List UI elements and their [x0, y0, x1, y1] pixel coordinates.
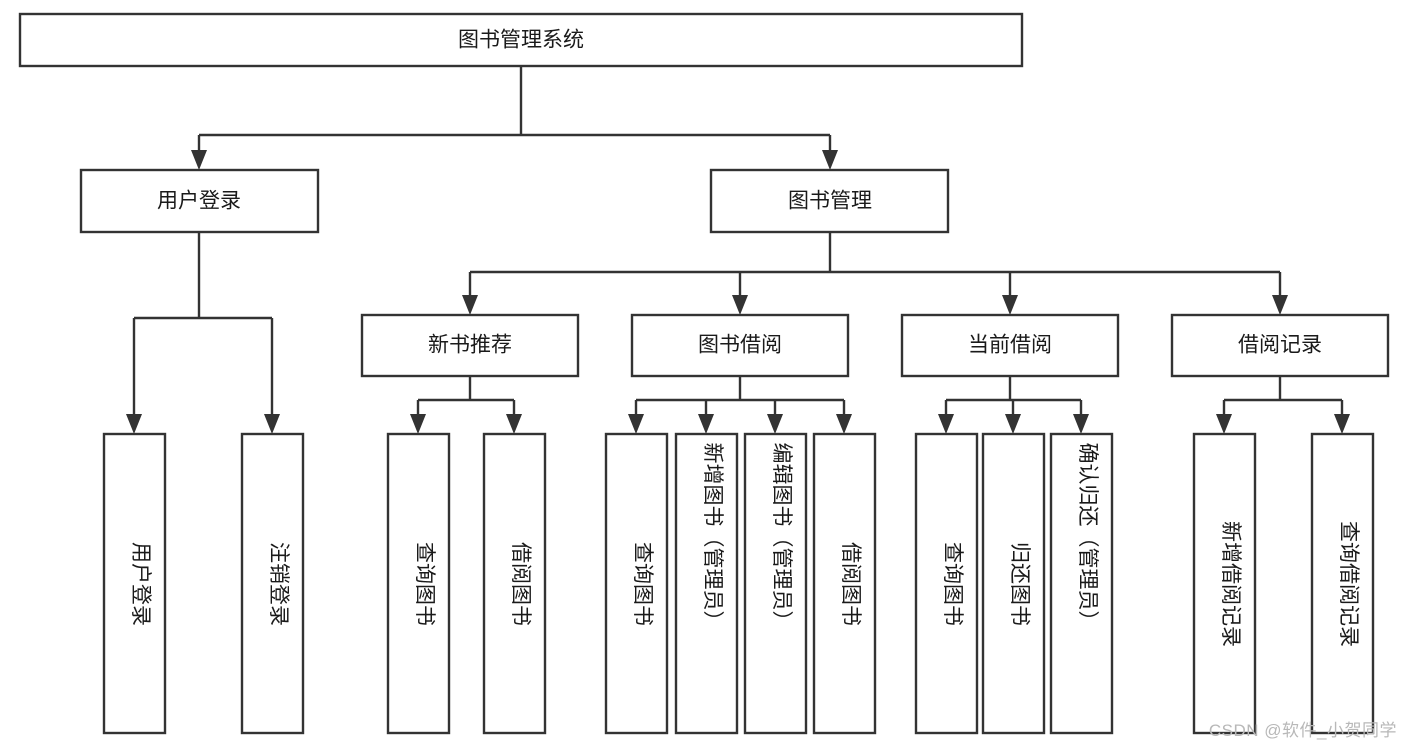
arrow-head-borrow-record	[1272, 295, 1288, 315]
node-book-borrow[interactable]: 图书借阅	[630, 313, 850, 378]
connector-layer	[126, 66, 1350, 434]
arrow-head-leaf-borrow-book-1	[506, 414, 522, 434]
arrow-head-leaf-confirm-return	[1073, 414, 1089, 434]
arrow-head-leaf-return-book	[1005, 414, 1021, 434]
node-new-book-recommend-box[interactable]	[360, 313, 580, 378]
arrow-head-current-borrow	[1002, 295, 1018, 315]
node-leaf-query-book-2-label: 查询图书	[631, 542, 654, 626]
node-leaf-query-book-1-label: 查询图书	[413, 542, 436, 626]
node-leaf-query-record-label: 查询借阅记录	[1337, 521, 1360, 647]
node-book-manage-box[interactable]	[709, 168, 950, 234]
node-leaf-borrow-book-2-box[interactable]	[812, 432, 877, 735]
node-book-manage-label: 图书管理	[788, 190, 872, 213]
node-user-login-label: 用户登录	[157, 190, 241, 213]
node-root-box[interactable]	[18, 12, 1024, 68]
arrow-head-user-login	[191, 150, 207, 170]
node-leaf-add-book-label: 新增图书（管理员）	[701, 443, 724, 632]
node-borrow-record-label: 借阅记录	[1238, 334, 1322, 357]
node-new-book-recommend[interactable]: 新书推荐	[360, 313, 580, 378]
node-leaf-query-book-1[interactable]: 查询图书	[386, 432, 451, 735]
node-leaf-confirm-return-box[interactable]	[1049, 432, 1114, 735]
node-book-manage[interactable]: 图书管理	[709, 168, 950, 234]
node-leaf-edit-book-label: 编辑图书（管理员）	[770, 443, 793, 632]
node-user-login-box[interactable]	[79, 168, 320, 234]
arrow-head-leaf-query-book-3	[938, 414, 954, 434]
node-leaf-query-book-1-box[interactable]	[386, 432, 451, 735]
node-leaf-add-book[interactable]: 新增图书（管理员）	[674, 432, 739, 735]
node-user-login[interactable]: 用户登录	[79, 168, 320, 234]
arrow-head-leaf-edit-book	[767, 414, 783, 434]
node-leaf-return-book-box[interactable]	[981, 432, 1046, 735]
node-leaf-borrow-book-2-label: 借阅图书	[839, 542, 862, 626]
node-leaf-query-book-3-box[interactable]	[914, 432, 979, 735]
node-leaf-query-book-3[interactable]: 查询图书	[914, 432, 979, 735]
node-leaf-user-login[interactable]: 用户登录	[102, 432, 167, 735]
node-new-book-recommend-label: 新书推荐	[428, 334, 512, 357]
node-leaf-add-book-box[interactable]	[674, 432, 739, 735]
node-leaf-confirm-return-label: 确认归还（管理员）	[1076, 443, 1099, 632]
node-leaf-edit-book-box[interactable]	[743, 432, 808, 735]
node-leaf-add-record[interactable]: 新增借阅记录	[1192, 432, 1257, 735]
node-book-borrow-box[interactable]	[630, 313, 850, 378]
node-borrow-record-box[interactable]	[1170, 313, 1390, 378]
node-leaf-query-book-2-box[interactable]	[604, 432, 669, 735]
arrow-head-leaf-query-book-1	[410, 414, 426, 434]
arrow-head-leaf-query-book-2	[628, 414, 644, 434]
node-leaf-logout-login-box[interactable]	[240, 432, 305, 735]
node-root[interactable]: 图书管理系统	[18, 12, 1024, 68]
node-leaf-logout-login-label: 注销登录	[267, 542, 290, 626]
node-leaf-edit-book[interactable]: 编辑图书（管理员）	[743, 432, 808, 735]
node-leaf-query-book-2[interactable]: 查询图书	[604, 432, 669, 735]
node-current-borrow-label: 当前借阅	[968, 334, 1052, 357]
node-leaf-user-login-label: 用户登录	[129, 542, 152, 626]
csdn-watermark: CSDN @软件_小贺同学	[1208, 721, 1397, 740]
node-leaf-query-record-box[interactable]	[1310, 432, 1375, 735]
arrow-head-leaf-add-record	[1216, 414, 1232, 434]
node-leaf-return-book[interactable]: 归还图书	[981, 432, 1046, 735]
arrow-head-new-book-recommend	[462, 295, 478, 315]
node-leaf-borrow-book-1[interactable]: 借阅图书	[482, 432, 547, 735]
arrow-head-leaf-user-login	[126, 414, 142, 434]
node-book-borrow-label: 图书借阅	[698, 334, 782, 357]
node-current-borrow[interactable]: 当前借阅	[900, 313, 1120, 378]
node-leaf-logout-login[interactable]: 注销登录	[240, 432, 305, 735]
node-root-label: 图书管理系统	[458, 29, 584, 52]
node-leaf-return-book-label: 归还图书	[1008, 542, 1031, 626]
node-leaf-user-login-box[interactable]	[102, 432, 167, 735]
node-leaf-add-record-box[interactable]	[1192, 432, 1257, 735]
arrow-head-book-borrow	[732, 295, 748, 315]
node-leaf-borrow-book-1-box[interactable]	[482, 432, 547, 735]
arrow-head-leaf-query-record	[1334, 414, 1350, 434]
arrow-head-leaf-add-book	[698, 414, 714, 434]
node-leaf-borrow-book-1-label: 借阅图书	[509, 542, 532, 626]
node-leaf-query-record[interactable]: 查询借阅记录	[1310, 432, 1375, 735]
node-borrow-record[interactable]: 借阅记录	[1170, 313, 1390, 378]
node-leaf-borrow-book-2[interactable]: 借阅图书	[812, 432, 877, 735]
arrow-head-leaf-borrow-book-2	[836, 414, 852, 434]
node-leaf-add-record-label: 新增借阅记录	[1219, 521, 1242, 647]
arrow-head-leaf-logout-login	[264, 414, 280, 434]
node-leaf-query-book-3-label: 查询图书	[941, 542, 964, 626]
node-current-borrow-box[interactable]	[900, 313, 1120, 378]
arrow-head-book-manage	[822, 150, 838, 170]
node-leaf-confirm-return[interactable]: 确认归还（管理员）	[1049, 432, 1114, 735]
